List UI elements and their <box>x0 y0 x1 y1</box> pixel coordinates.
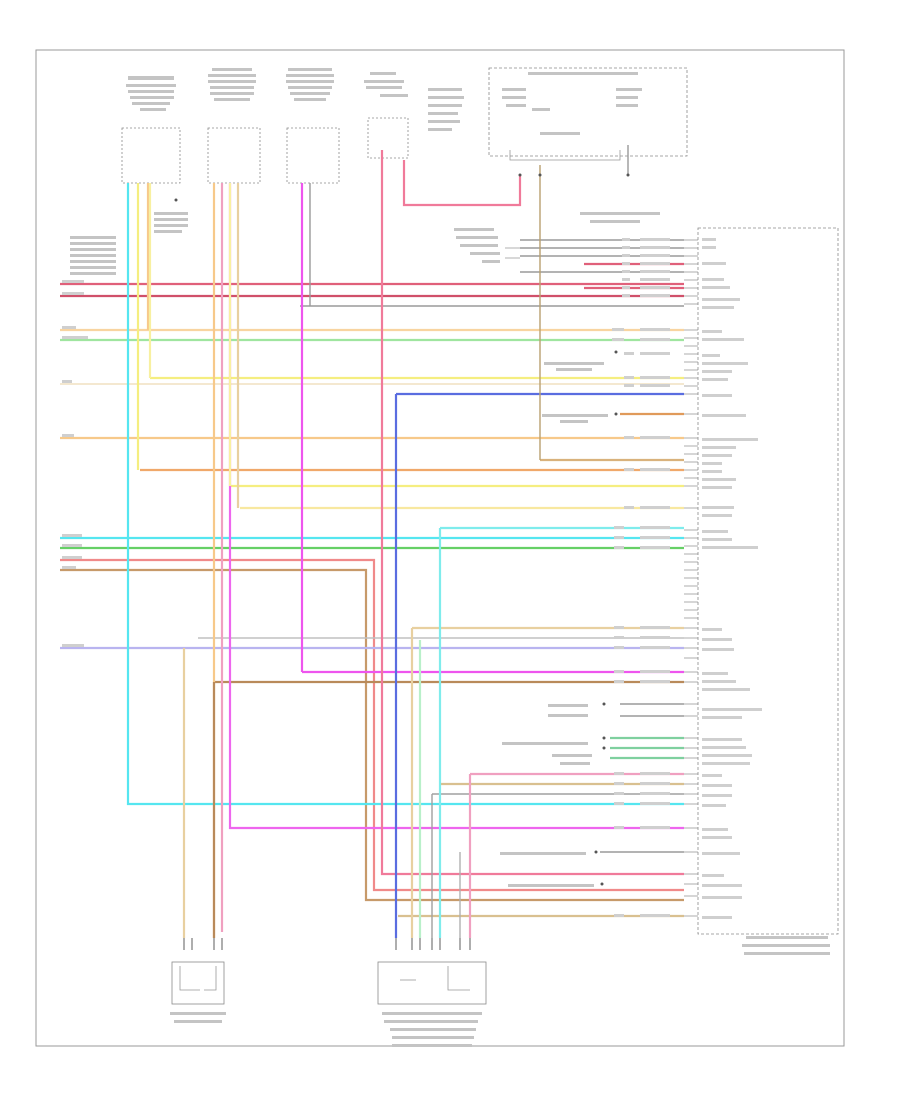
wire-code-stubs <box>62 238 670 917</box>
illegible-labels <box>70 68 830 1047</box>
wire-pink-v2 <box>402 160 522 207</box>
ecm-box <box>697 227 839 935</box>
wire-pink-2 <box>60 558 684 892</box>
wire-cyan-3 <box>126 183 684 806</box>
splice-dots <box>174 173 630 886</box>
connector-box-b <box>377 961 487 1005</box>
connector-box-a <box>171 961 225 1005</box>
component-box-2 <box>207 127 261 184</box>
wire-magenta-2 <box>228 183 684 830</box>
connector-pins <box>183 938 471 950</box>
instrument-cluster-box <box>488 67 688 157</box>
component-internals <box>179 150 621 991</box>
wire-pink-4 <box>380 150 684 876</box>
top-components <box>121 67 688 1005</box>
component-box-4 <box>367 117 409 159</box>
component-box-1 <box>121 127 181 184</box>
ecm-pin-ticks <box>684 239 698 917</box>
ecm-pin-descriptions <box>702 238 762 919</box>
wires <box>60 145 684 938</box>
wire-brown-1 <box>60 568 684 902</box>
component-box-3 <box>286 127 340 184</box>
